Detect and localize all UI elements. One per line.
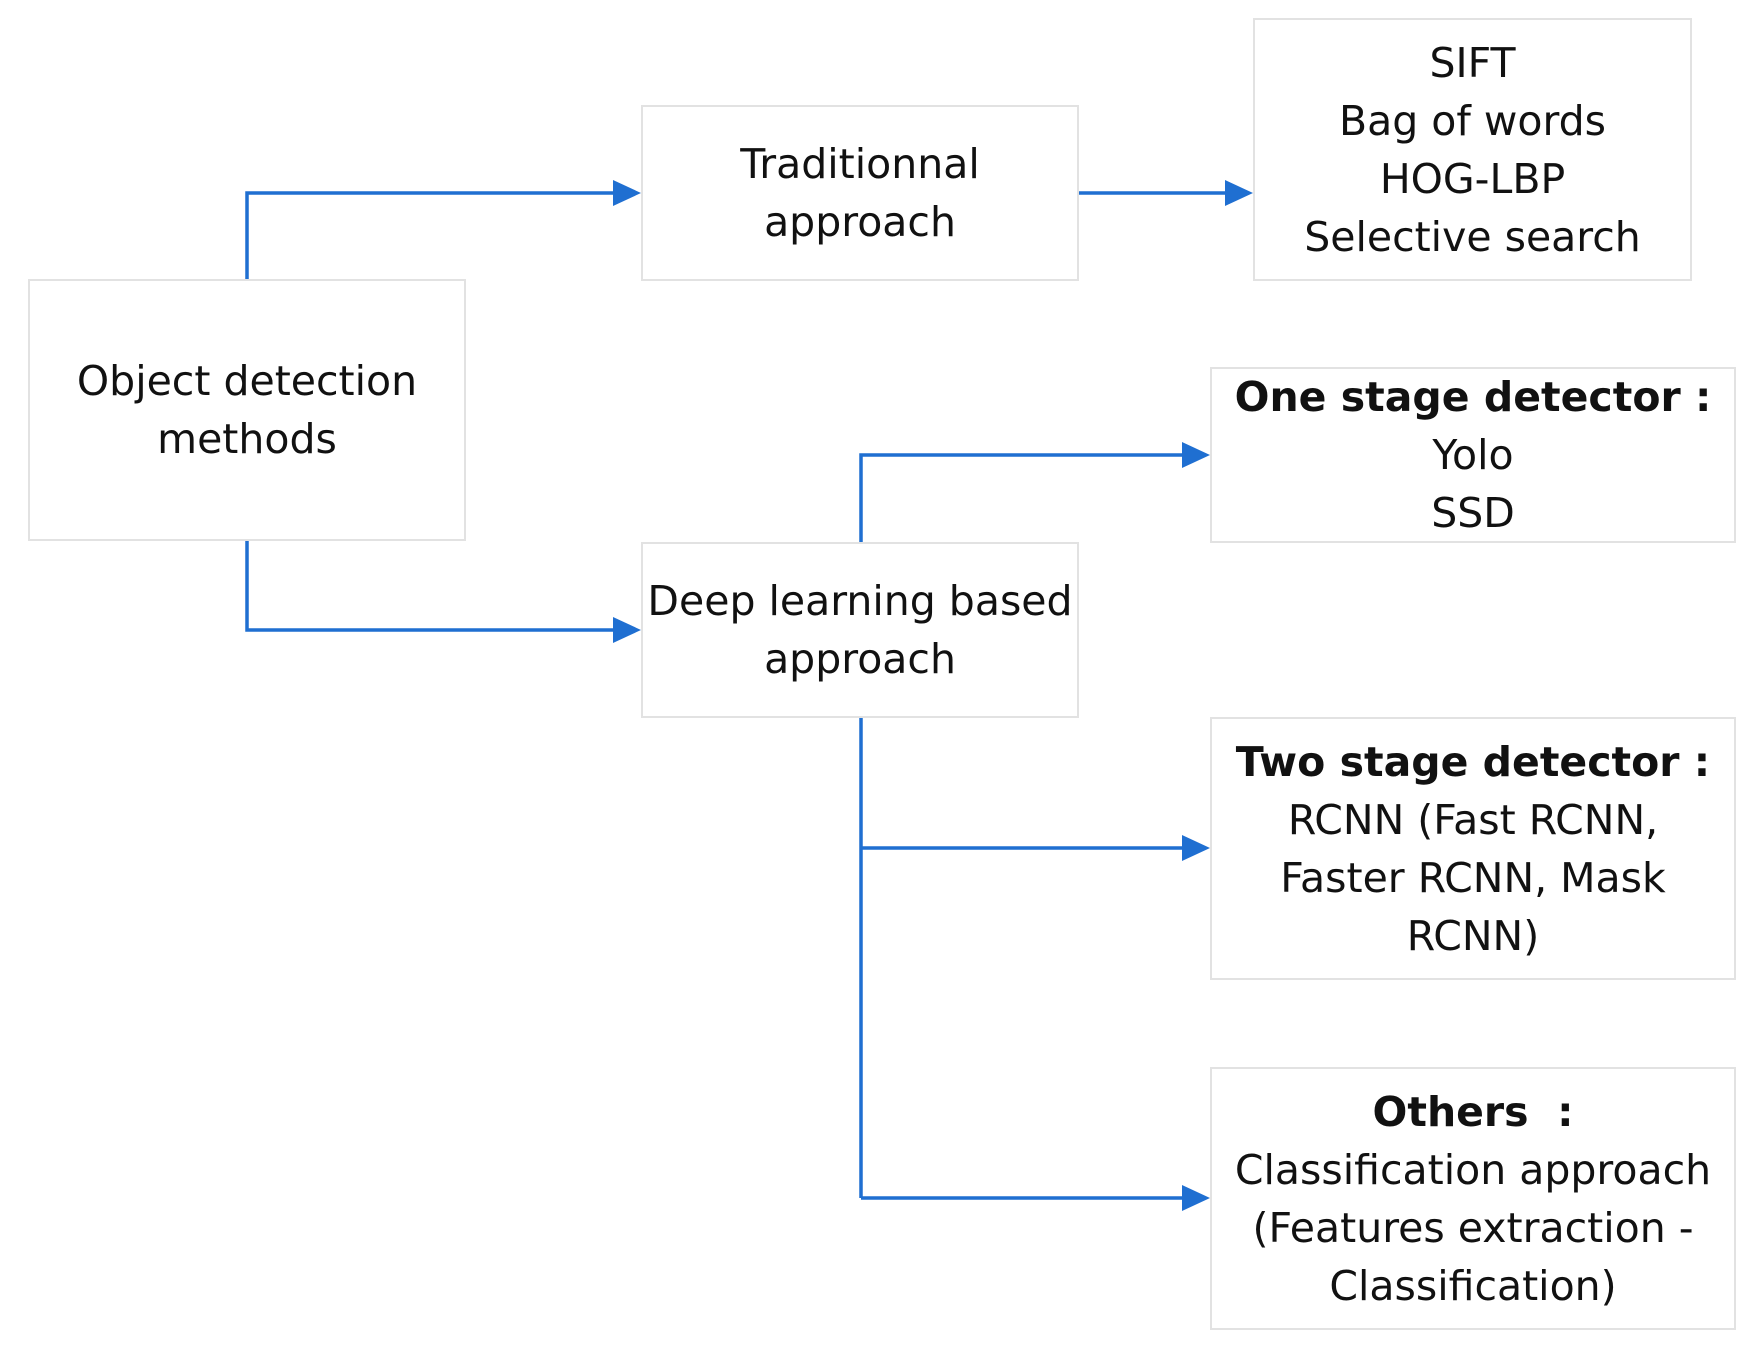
one-stage-heading: One stage detector : (1234, 373, 1712, 421)
arrowhead-deep-learning (613, 617, 641, 643)
one-stage-detector-box: One stage detector : Yolo SSD (1210, 367, 1736, 543)
arrowhead-traditional-methods (1225, 180, 1253, 206)
method-item: Classification approach (1234, 1145, 1712, 1194)
object-detection-methods-box: Object detection methods (28, 279, 466, 541)
method-item: RCNN (Fast RCNN, (1287, 795, 1659, 844)
node-text-line: Deep learning based (647, 577, 1073, 625)
method-item: Bag of words (1338, 96, 1606, 145)
arrowhead-others (1182, 1185, 1210, 1211)
node-text-line: approach (764, 198, 956, 246)
traditional-approach-box: Traditionnal approach (641, 105, 1079, 281)
node-text-line: methods (157, 415, 337, 463)
method-item: SSD (1431, 489, 1515, 537)
connector-root-to-deep-learning (245, 541, 616, 632)
method-item: Selective search (1304, 212, 1641, 261)
method-item: RCNN) (1406, 911, 1540, 960)
two-stage-detector-box: Two stage detector : RCNN (Fast RCNN, Fa… (1210, 717, 1736, 980)
method-item: (Features extraction - (1252, 1203, 1694, 1252)
others-heading: Others : (1372, 1087, 1574, 1136)
method-item: Classification) (1329, 1261, 1617, 1310)
connector-deep-to-one-stage (859, 453, 1185, 542)
node-text-line: Traditionnal (740, 140, 980, 188)
method-item: SIFT (1429, 38, 1516, 87)
two-stage-heading: Two stage detector : (1235, 737, 1711, 786)
method-item: Faster RCNN, Mask (1280, 853, 1666, 902)
traditional-methods-box: SIFT Bag of words HOG-LBP Selective sear… (1253, 18, 1692, 281)
node-text-line: Object detection (76, 357, 418, 405)
deep-learning-approach-box: Deep learning based approach (641, 542, 1079, 718)
connector-root-to-traditional (245, 191, 616, 279)
others-box: Others : Classification approach (Featur… (1210, 1067, 1736, 1330)
arrowhead-one-stage (1182, 442, 1210, 468)
node-text-line: approach (764, 635, 956, 683)
method-item: HOG-LBP (1379, 154, 1566, 203)
arrowhead-traditional (613, 180, 641, 206)
arrowhead-two-stage (1182, 835, 1210, 861)
method-item: Yolo (1432, 431, 1514, 479)
